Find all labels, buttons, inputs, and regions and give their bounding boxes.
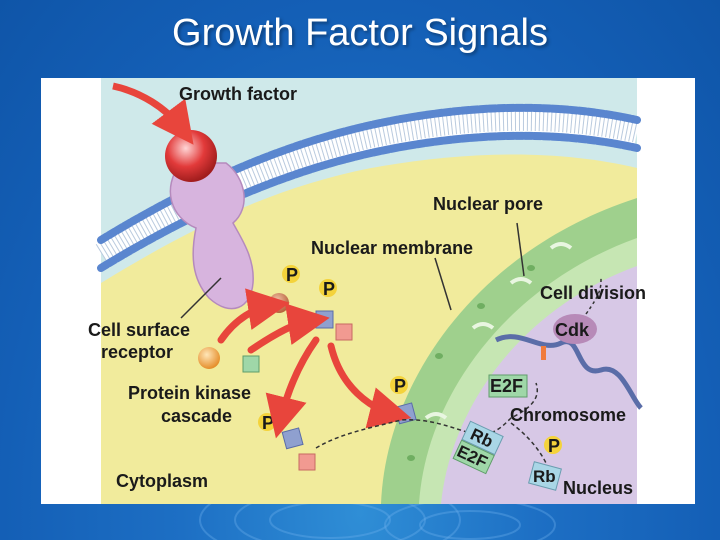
e2f-box [488,374,528,398]
phosphate-label-1: P [286,265,298,285]
cytoplasm-label: Cytoplasm [116,471,208,491]
phosphate-label-5: P [548,436,560,456]
chromosome-strand [494,334,643,410]
rb-dashed-path [510,422,547,464]
receptor-label-line2: receptor [101,342,173,362]
cell-surface-receptor [169,162,254,310]
kinase-pink-square [335,323,353,341]
kinase-orange-ball [198,347,220,369]
growth-factor-arrow [112,82,194,145]
e2f-label: E2F [490,376,523,396]
cdk-label: Cdk [555,320,590,340]
protein-kinase-label-line1: Protein kinase [128,383,251,403]
kinase-blue-square [315,310,334,329]
cdk-protein [553,314,597,344]
chromosome-label: Chromosome [510,405,626,425]
receptor-label-line1: Cell surface [88,320,190,340]
rb-free-box [528,461,562,491]
growth-factor-ball [165,130,217,182]
phosphate-label-2: P [323,279,335,299]
slide-title: Growth Factor Signals [172,12,548,54]
kinase-green-square [242,355,260,373]
signal-pathway-diagram: Cdk Growth factor Cell surface receptor … [88,78,646,504]
phosphate-label-3: P [262,413,274,433]
cell-division-label: Cell division [540,283,646,303]
rb-e2f-complex: Rb E2F [452,420,504,475]
rb-free-label: Rb [533,467,556,486]
cdk-leader [585,277,602,315]
growth-factor-label: Growth factor [179,84,297,104]
chromosome-band [541,346,546,360]
phosphate-label-4: P [394,376,406,396]
receptor-leader [180,277,222,319]
kinase-brown-ball [269,293,289,313]
nucleus-label: Nucleus [563,478,633,498]
nuclear-membrane-label: Nuclear membrane [311,238,473,258]
diagram-panel: Cdk Growth factor Cell surface receptor … [41,78,695,504]
nuclear-pore-leader [516,222,525,277]
nuclear-pore-label: Nuclear pore [433,194,543,214]
signal-arrows [217,288,412,439]
kinase-blue-square-2 [281,427,304,450]
protein-kinase-label-line2: cascade [161,406,232,426]
kinase-pink-square-2 [298,453,316,471]
nuclear-membrane-leader [434,257,452,311]
